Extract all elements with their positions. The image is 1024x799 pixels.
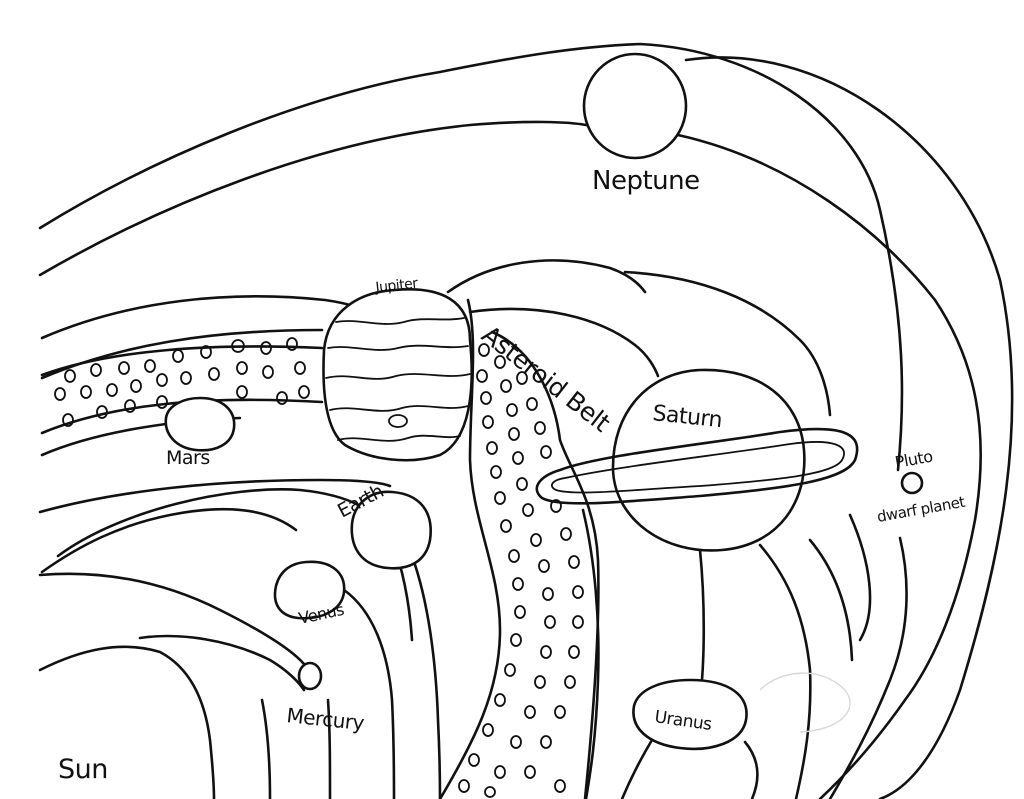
orbit-right-2 (758, 543, 812, 799)
orbit-inner-2 (56, 488, 414, 642)
saturn-ring-outer (535, 427, 859, 505)
jupiter-great-red-spot (388, 414, 408, 428)
faint-uranus-ghost (759, 672, 851, 733)
earth-planet (350, 490, 432, 570)
neptune-label: Neptune (592, 166, 700, 196)
jupiter-band-2 (327, 344, 469, 351)
saturn-body (611, 368, 806, 552)
asteroid-belt (40, 298, 600, 799)
orbit-right-4 (848, 513, 872, 642)
saturn-ring-inner (551, 441, 845, 494)
mercury-label: Mercury (285, 703, 365, 735)
orbit-mid-7 (38, 478, 392, 514)
orbit-right-8 (581, 508, 600, 799)
asteroid-belt-band-right-edge (490, 330, 600, 799)
asteroid-cluster (54, 337, 584, 798)
orbit-right-6 (743, 740, 759, 799)
orbit-right-5 (828, 536, 908, 799)
orbit-outer-1 (38, 42, 904, 472)
orbit-inner-1 (40, 507, 298, 574)
orbit-outer-4 (676, 133, 983, 799)
planets (164, 52, 924, 751)
jupiter-band-3 (325, 373, 471, 380)
pluto-planet (900, 471, 924, 495)
mercury-planet (297, 661, 323, 691)
uranus-planet (632, 678, 748, 751)
orbit-inner-3 (38, 572, 306, 666)
asteroid-belt-left-top-edge (40, 345, 324, 377)
orbit-inner-7 (326, 698, 332, 799)
mars-label: Mars (166, 447, 210, 469)
jupiter-band-1 (335, 317, 465, 325)
orbit-mid-1 (40, 295, 362, 340)
sun-label: Sun (58, 754, 108, 785)
neptune-planet (582, 52, 688, 160)
orbit-right-7 (620, 738, 654, 799)
orbit-inner-8 (260, 698, 272, 799)
orbit-mid-5 (468, 307, 660, 378)
saturn-planet (535, 368, 859, 552)
orbit-right-3 (808, 538, 854, 662)
orbit-sun-edge (38, 645, 216, 799)
jupiter-label: Jupiter (374, 276, 419, 296)
orbit-outer-3 (684, 56, 1014, 799)
orbit-mid-4 (623, 270, 832, 417)
asteroid-belt-label: Asteroid Belt (476, 320, 616, 438)
dwarf-planet-label: dwarf planet (876, 493, 967, 526)
orbit-inner-5 (342, 588, 396, 799)
venus-planet (273, 560, 346, 620)
jupiter-band-5 (337, 434, 461, 442)
orbit-mid-3 (446, 259, 647, 294)
orbit-right-1 (698, 548, 706, 702)
jupiter-band-4 (329, 405, 469, 412)
orbit-outer-2 (38, 120, 588, 277)
mars-planet (164, 396, 236, 452)
orbit-inner-6 (410, 554, 442, 799)
jupiter-planet (322, 288, 473, 462)
orbit-inner-4 (138, 634, 306, 692)
